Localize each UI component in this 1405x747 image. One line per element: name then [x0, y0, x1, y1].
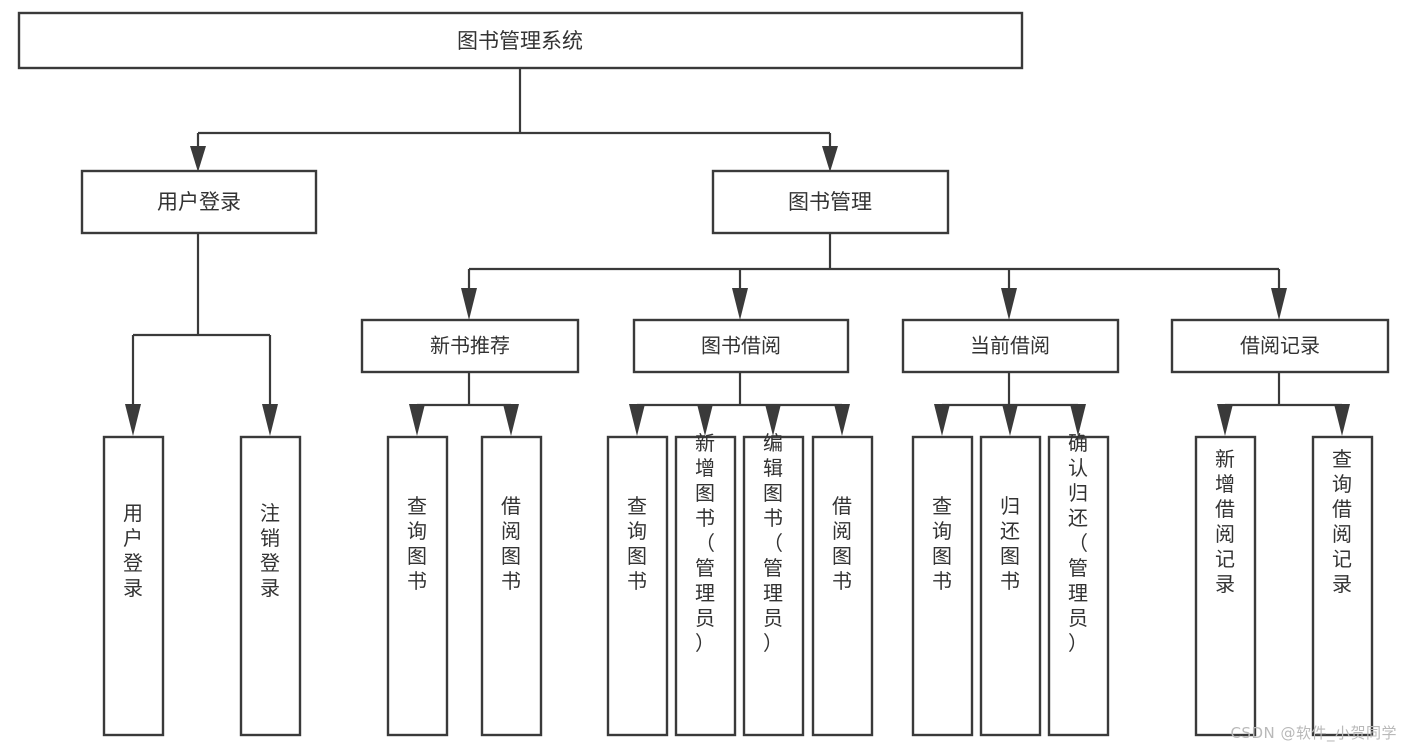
leaf-bb-query-book-box[interactable] — [606, 435, 669, 737]
leaf-nb-borrow-book[interactable]: 借阅图书 — [480, 435, 543, 737]
node-book-manage[interactable]: 图书管理 — [711, 169, 950, 235]
leaf-br-add-record[interactable]: 新增借阅记录 — [1194, 435, 1257, 737]
node-root-label: 图书管理系统 — [457, 29, 583, 53]
leaf-user-login-label: 用户登录 — [123, 501, 143, 600]
csdn-watermark: CSDN @软件_小贺同学 — [1230, 724, 1397, 742]
arrowhead-bb-leaf2 — [697, 404, 713, 436]
leaf-br-add-record-box[interactable] — [1194, 435, 1257, 737]
arrowhead-current-borrow — [1001, 288, 1017, 320]
arrowhead-new-book — [461, 288, 477, 320]
leaf-br-query-record-box[interactable] — [1311, 435, 1374, 737]
arrowhead-borrow-record — [1271, 288, 1287, 320]
arrowhead-bb-leaf1 — [629, 404, 645, 436]
leaf-bb-borrow-book-label: 借阅图书 — [832, 494, 852, 593]
node-current-borrow-label: 当前借阅 — [970, 334, 1050, 358]
leaf-cb-confirm-return-label: 确认归还（管理员） — [1068, 431, 1088, 655]
leaf-bb-borrow-book-box[interactable] — [811, 435, 874, 737]
leaf-cb-query-book[interactable]: 查询图书 — [911, 435, 974, 737]
leaf-user-login-box[interactable] — [102, 435, 165, 737]
arrowhead-nb-leaf2 — [503, 404, 519, 436]
node-new-book-recommend[interactable]: 新书推荐 — [360, 318, 580, 374]
leaf-bb-borrow-book[interactable]: 借阅图书 — [811, 435, 874, 737]
connectors-group — [125, 68, 1350, 436]
leaf-bb-edit-book[interactable]: 编辑图书（管理员） — [742, 431, 805, 737]
node-book-manage-label: 图书管理 — [788, 190, 872, 214]
leaf-bb-edit-book-box[interactable] — [742, 435, 805, 737]
arrowhead-cb-leaf3 — [1070, 404, 1086, 436]
leaf-logout-box[interactable] — [239, 435, 302, 737]
arrowhead-cb-leaf2 — [1002, 404, 1018, 436]
node-book-manage-box[interactable] — [711, 169, 950, 235]
arrowhead-bb-leaf3 — [765, 404, 781, 436]
node-current-borrow-box[interactable] — [901, 318, 1120, 374]
arrowhead-book-manage — [822, 146, 838, 172]
leaf-bb-query-book-label: 查询图书 — [627, 494, 647, 593]
leaf-br-query-record[interactable]: 查询借阅记录 — [1311, 435, 1374, 737]
arrowhead-br-leaf2 — [1334, 404, 1350, 436]
node-user-login[interactable]: 用户登录 — [80, 169, 318, 235]
leaf-br-query-record-label: 查询借阅记录 — [1332, 447, 1352, 596]
leaf-cb-confirm-return[interactable]: 确认归还（管理员） — [1047, 431, 1110, 737]
leaf-cb-query-book-box[interactable] — [911, 435, 974, 737]
leaf-nb-borrow-book-label: 借阅图书 — [501, 494, 521, 593]
node-root-box[interactable] — [17, 11, 1024, 70]
leaf-cb-query-book-label: 查询图书 — [932, 494, 952, 593]
arrowhead-br-leaf1 — [1217, 404, 1233, 436]
node-new-book-recommend-box[interactable] — [360, 318, 580, 374]
leaf-cb-confirm-return-box[interactable] — [1047, 435, 1110, 737]
arrowhead-book-borrow — [732, 288, 748, 320]
leaf-logout[interactable]: 注销登录 — [239, 435, 302, 737]
node-new-book-recommend-label: 新书推荐 — [430, 334, 510, 358]
node-user-login-label: 用户登录 — [157, 190, 241, 214]
leaf-nb-query-book[interactable]: 查询图书 — [386, 435, 449, 737]
leaf-nb-query-book-box[interactable] — [386, 435, 449, 737]
leaf-user-login[interactable]: 用户登录 — [102, 435, 165, 737]
node-root[interactable]: 图书管理系统 — [17, 11, 1024, 70]
leaf-cb-return-book-label: 归还图书 — [1000, 494, 1020, 593]
leaf-bb-query-book[interactable]: 查询图书 — [606, 435, 669, 737]
node-book-borrow-box[interactable] — [632, 318, 850, 374]
arrowhead-leaf-user-login — [125, 404, 141, 436]
node-current-borrow[interactable]: 当前借阅 — [901, 318, 1120, 374]
node-borrow-record[interactable]: 借阅记录 — [1170, 318, 1390, 374]
node-book-borrow[interactable]: 图书借阅 — [632, 318, 850, 374]
leaf-cb-return-book[interactable]: 归还图书 — [979, 435, 1042, 737]
node-borrow-record-box[interactable] — [1170, 318, 1390, 374]
node-user-login-box[interactable] — [80, 169, 318, 235]
arrowhead-user-login — [190, 146, 206, 172]
leaf-bb-add-book-label: 新增图书（管理员） — [695, 431, 715, 655]
leaf-br-add-record-label: 新增借阅记录 — [1215, 447, 1235, 596]
arrowhead-nb-leaf1 — [409, 404, 425, 436]
node-borrow-record-label: 借阅记录 — [1240, 334, 1320, 358]
arrowhead-cb-leaf1 — [934, 404, 950, 436]
leaf-cb-return-book-box[interactable] — [979, 435, 1042, 737]
leaf-bb-edit-book-label: 编辑图书（管理员） — [763, 431, 783, 655]
arrowhead-leaf-logout — [262, 404, 278, 436]
leaf-nb-borrow-book-box[interactable] — [480, 435, 543, 737]
leaf-nb-query-book-label: 查询图书 — [407, 494, 427, 593]
leaf-bb-add-book-box[interactable] — [674, 435, 737, 737]
leaf-bb-add-book[interactable]: 新增图书（管理员） — [674, 431, 737, 737]
leaf-logout-label: 注销登录 — [260, 501, 280, 600]
node-book-borrow-label: 图书借阅 — [701, 334, 781, 358]
arrowhead-bb-leaf4 — [834, 404, 850, 436]
